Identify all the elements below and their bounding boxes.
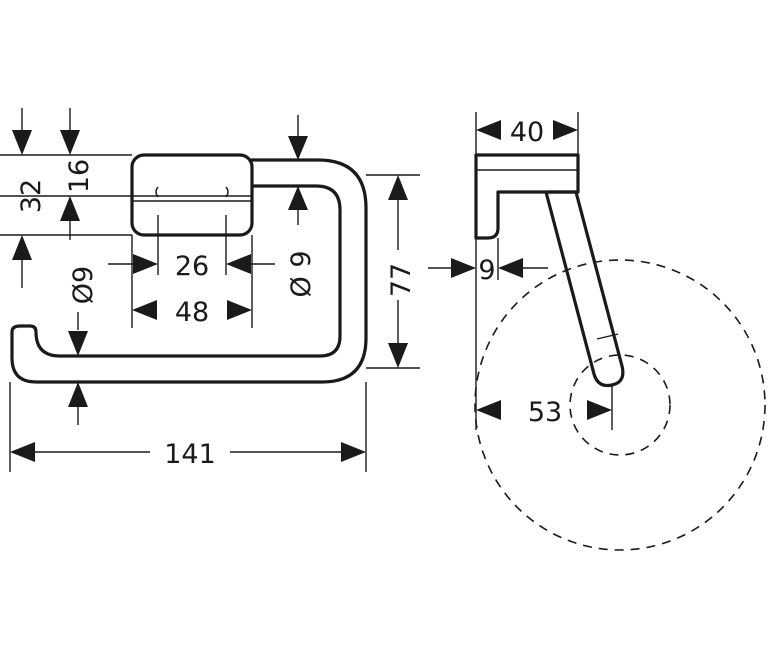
- dim-label-77: 77: [386, 263, 417, 297]
- dim-label-rod-diam-left: Ø9: [68, 266, 99, 304]
- holder-arm: [10, 158, 368, 384]
- side-bracket: [474, 153, 580, 240]
- dim-9-side: 9: [428, 255, 548, 286]
- dim-label-32: 32: [16, 179, 47, 213]
- dim-40: 40: [476, 117, 578, 148]
- dim-label-16: 16: [64, 159, 95, 193]
- dim-rod-diam-left: Ø9: [68, 266, 99, 425]
- side-extension-lines: [475, 112, 613, 430]
- dim-label-53: 53: [528, 397, 562, 428]
- dim-48: 48: [132, 297, 252, 328]
- dim-label-9-side: 9: [478, 255, 495, 286]
- dim-26: 26: [108, 251, 275, 282]
- dim-32-16: 32 16: [12, 108, 95, 288]
- dim-label-rod-diam-right: Ø 9: [286, 250, 317, 297]
- front-extension-lines: [0, 154, 420, 472]
- dim-label-141: 141: [164, 439, 216, 470]
- front-view: 32 16 Ø9 26 48: [0, 108, 420, 472]
- dim-label-40: 40: [510, 117, 544, 148]
- dim-53: 53: [476, 397, 612, 428]
- dim-rod-diam-right: Ø 9: [286, 115, 317, 298]
- dim-label-26: 26: [175, 251, 209, 282]
- dim-141: 141: [10, 439, 366, 470]
- dim-77: 77: [386, 175, 417, 368]
- dim-label-48: 48: [175, 297, 209, 328]
- mount-block: [130, 153, 254, 237]
- side-rod: [544, 190, 625, 388]
- side-view: 40 9 53: [428, 112, 766, 551]
- paper-roll-outline: [474, 259, 766, 551]
